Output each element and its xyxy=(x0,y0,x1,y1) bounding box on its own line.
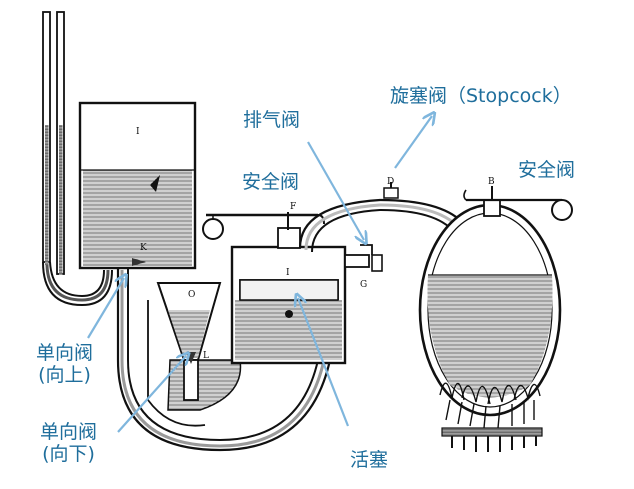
label-check-valve-down-line1: 单向阀 xyxy=(40,421,98,443)
boiler: B xyxy=(418,177,573,452)
label-check-valve-up-line1: 单向阀 xyxy=(36,342,94,364)
letter-vessel-top: I xyxy=(136,127,140,137)
arrow-stopcock xyxy=(394,116,432,169)
cylinder: I xyxy=(230,245,347,365)
upper-reservoir: I K xyxy=(78,101,197,270)
label-check-valve-down: 单向阀 (向下) xyxy=(40,421,98,466)
funnel: O L xyxy=(156,282,222,401)
vent-valve-g: G xyxy=(344,244,383,290)
label-check-valve-down-line2: (向下) xyxy=(42,442,95,465)
arrow-vent-valve xyxy=(307,141,364,240)
letter-funnel-o: O xyxy=(188,290,195,300)
arrow-piston xyxy=(298,298,350,427)
arrow-check-valve-down xyxy=(117,356,186,433)
label-vent-valve: 排气阀 xyxy=(243,109,301,131)
letter-valve-d: D xyxy=(387,177,394,187)
safety-valve-f: F xyxy=(202,202,325,249)
furnace-grate xyxy=(441,427,543,452)
label-safety-valve-right: 安全阀 xyxy=(518,159,576,181)
label-check-valve-up-line2: (向上) xyxy=(38,363,91,386)
label-safety-valve-left: 安全阀 xyxy=(242,171,300,193)
letter-valve-k: K xyxy=(140,243,147,253)
letter-valve-f: F xyxy=(290,202,296,212)
letter-valve-g: G xyxy=(360,280,367,290)
callout-arrows xyxy=(87,116,432,433)
label-check-valve-up: 单向阀 (向上) xyxy=(36,342,94,387)
furnace-flames xyxy=(439,382,541,429)
label-stopcock: 旋塞阀（Stopcock） xyxy=(390,85,572,107)
letter-valve-b: B xyxy=(488,177,495,187)
letter-valve-l: L xyxy=(203,351,209,361)
connecting-pipe: D xyxy=(298,177,463,253)
arrow-check-valve-up xyxy=(87,278,124,339)
gauge-tube xyxy=(42,11,113,307)
label-piston: 活塞 xyxy=(350,449,389,471)
letter-cylinder: I xyxy=(286,268,290,278)
